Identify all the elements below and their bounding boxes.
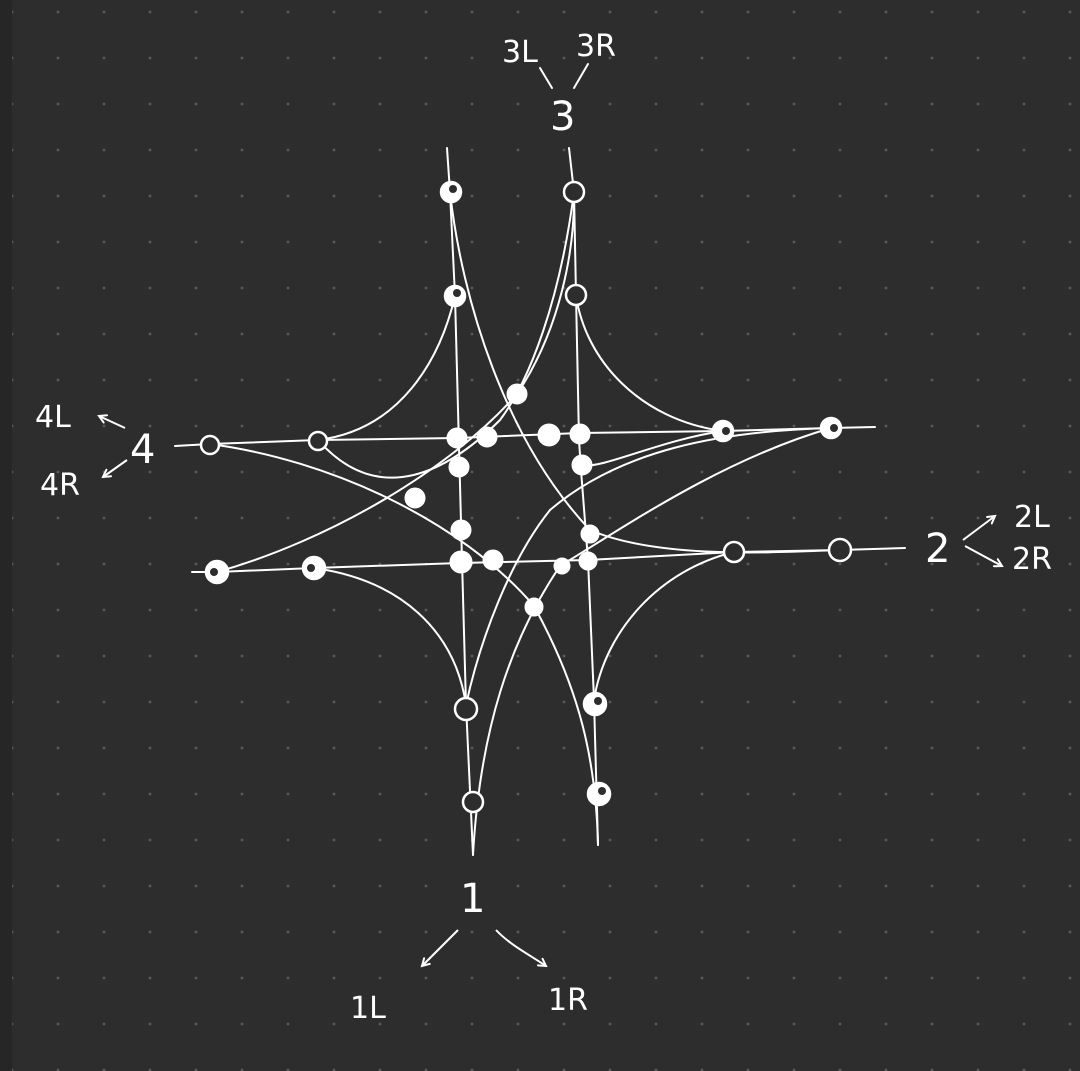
turn-path-north-right-short — [575, 294, 724, 432]
approach-2-left-arrow — [962, 516, 995, 541]
approach-4-right-arrow — [103, 459, 128, 477]
approach-1-left-label: 1L — [350, 991, 386, 1026]
turn-path-north-left-to-east — [449, 191, 841, 554]
node-half-filled-inner — [830, 424, 838, 432]
conflict-node — [482, 549, 504, 571]
conflict-node — [580, 524, 600, 544]
turn-path-north-right-to-west — [317, 191, 575, 479]
turn-path-south-to-east — [465, 427, 832, 706]
approach-1-label: 1 — [460, 876, 485, 922]
node-half-filled-inner — [722, 427, 730, 435]
turn-path-west-top-to-south — [209, 443, 599, 846]
conflict-node — [450, 519, 472, 541]
approach-4-right-label: 4R — [40, 468, 80, 503]
approach-3-labels: 3L 3R 3 — [502, 29, 616, 140]
conflict-node — [404, 487, 426, 509]
approach-2-label: 2 — [925, 526, 950, 572]
approach-4-label: 4 — [130, 427, 155, 473]
conflict-node — [448, 456, 470, 478]
page-edge-strip — [0, 0, 12, 1071]
conflict-node — [524, 597, 544, 617]
conflict-node — [537, 423, 561, 447]
conflict-node — [571, 454, 593, 476]
approach-2-right-arrow — [964, 545, 1002, 566]
node-hollow — [827, 537, 853, 563]
approach-4-labels: 4L 4R 4 — [35, 400, 155, 503]
approach-2-labels: 2 2L 2R — [925, 500, 1052, 577]
approach-3-right-stroke — [573, 63, 589, 89]
node-half-filled-inner — [210, 568, 218, 576]
node-hollow — [564, 283, 588, 307]
approach-4-left-arrow — [99, 416, 126, 429]
approach-1-left-arrow — [422, 929, 459, 966]
conflict-node — [476, 426, 498, 448]
conflict-node — [578, 551, 598, 571]
approach-2-right-label: 2R — [1012, 542, 1052, 577]
node-half-filled-inner — [307, 564, 315, 572]
approach-4-left-label: 4L — [35, 400, 71, 435]
approach-3-label: 3 — [550, 94, 575, 140]
node-hollow — [307, 430, 329, 452]
conflict-node — [506, 383, 528, 405]
approach-1-labels: 1 1L 1R — [350, 876, 588, 1026]
node-hollow — [453, 696, 479, 722]
node-half-filled-inner — [453, 289, 461, 297]
node-hollow — [722, 540, 746, 564]
node-half-filled — [582, 691, 608, 717]
conflict-node — [553, 557, 571, 575]
approach-1-right-label: 1R — [548, 983, 588, 1018]
conflict-node — [569, 423, 591, 445]
turn-path-west-bottom-short — [313, 567, 467, 706]
dot-grid-background — [12, 0, 1080, 1071]
turn-path-west-bottom-to-north — [216, 191, 576, 573]
node-hollow — [461, 790, 485, 814]
approach-3-right-label: 3R — [576, 29, 616, 64]
node-half-filled-inner — [449, 185, 457, 193]
turn-path-north-left-short — [317, 295, 456, 441]
conflict-node — [446, 427, 468, 449]
node-hollow — [199, 434, 221, 456]
approach-2-left-label: 2L — [1014, 500, 1050, 535]
node-half-filled-inner — [598, 787, 606, 795]
node-half-filled-inner — [594, 697, 602, 705]
node-hollow — [562, 180, 586, 204]
turn-path-east-bottom-short — [593, 551, 735, 701]
conflict-node — [449, 550, 473, 574]
node-half-filled — [586, 781, 612, 807]
approach-3-left-label: 3L — [502, 35, 538, 70]
approach-1-right-arrow — [495, 929, 546, 966]
approach-3-left-stroke — [539, 67, 553, 89]
